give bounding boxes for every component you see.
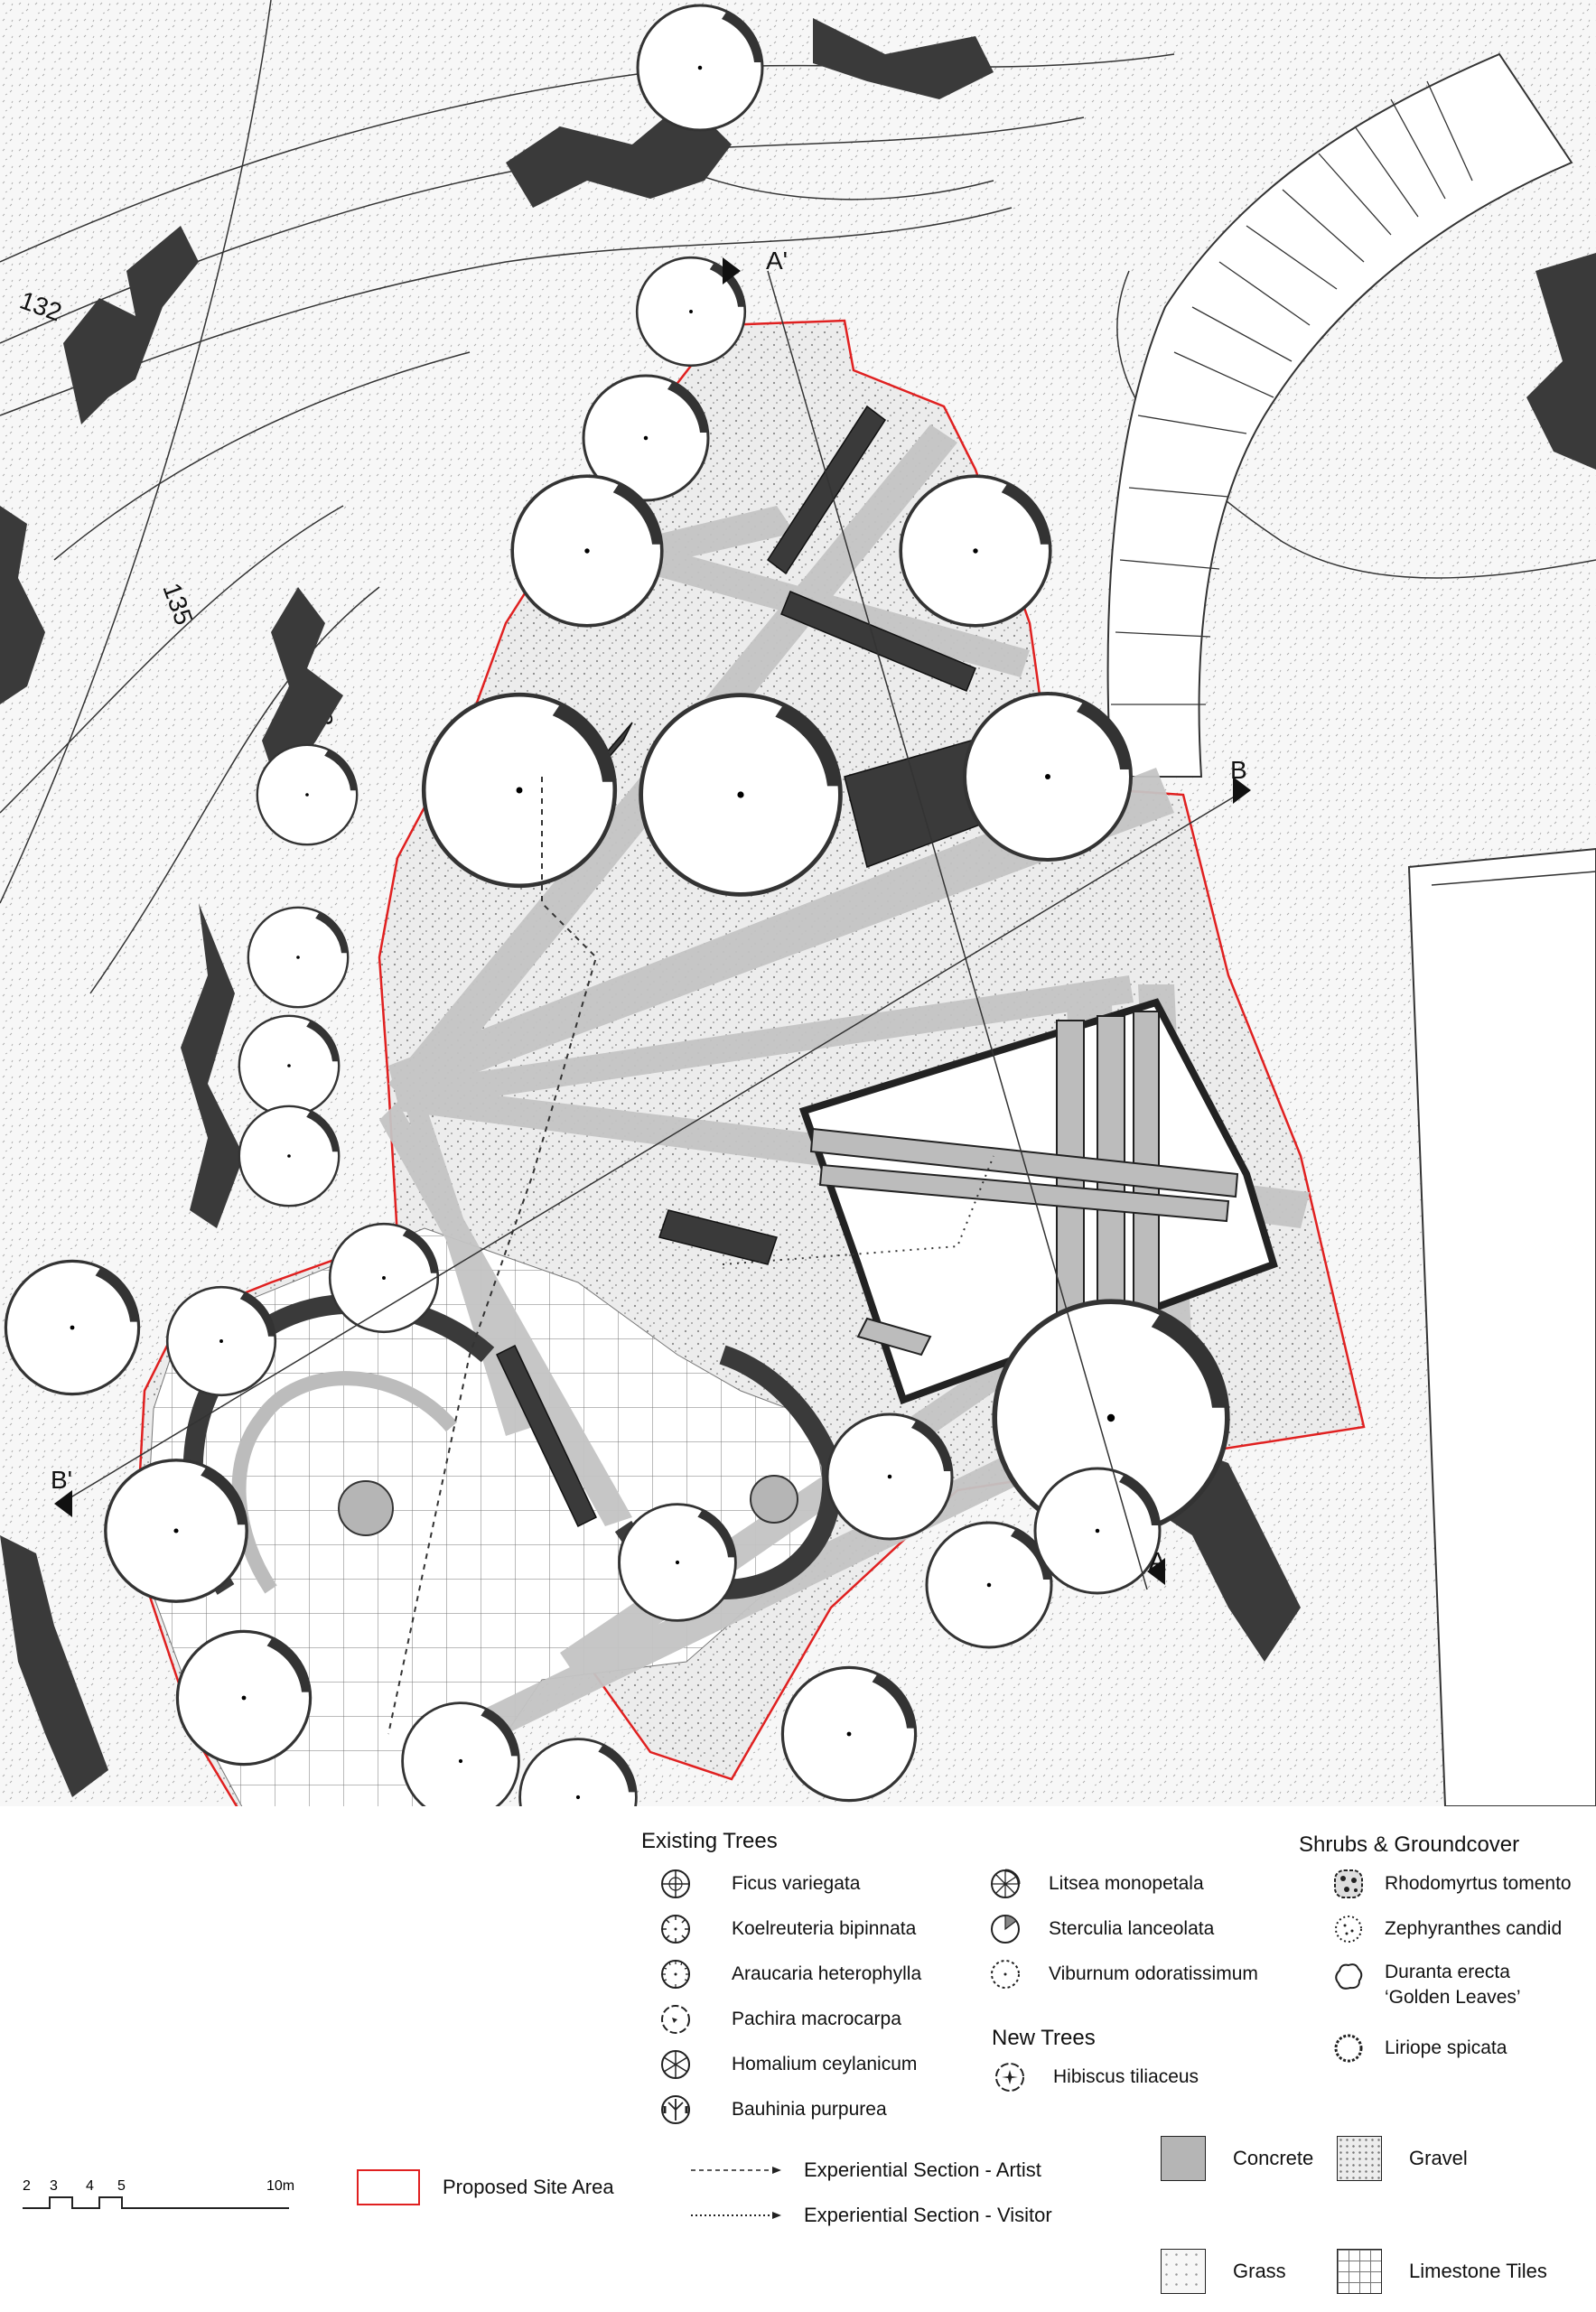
new-trees-title: New Trees [992,2026,1096,2050]
legend-item-rhodomyrtus: Rhodomyrtus tomento [1332,1868,1572,1900]
section-markers [54,257,1251,1585]
sterculia-icon [989,1913,1022,1945]
section-label-b: B [1230,756,1247,784]
liriope-icon [1332,2032,1365,2065]
legend-item-duranta: Duranta erecta ‘Golden Leaves’ [1332,1960,1521,2010]
duranta-label: Duranta erecta [1385,1962,1510,1982]
legend-item-pachira: Pachira macrocarpa [659,2003,901,2036]
litsea-icon [989,1868,1022,1900]
legend-item-hibiscus: Hibiscus tiliaceus [994,2061,1199,2093]
concrete-swatch [1161,2136,1206,2181]
legend-item-sterculia: Sterculia lanceolata [989,1913,1214,1945]
legend-item-zephyranthes: Zephyranthes candid [1332,1913,1562,1945]
legend-item-ficus: Ficus variegata [659,1868,860,1900]
artist-line-icon [691,2167,781,2174]
duranta-icon [1332,1960,1365,1992]
legend-item-viburnum: Viburnum odoratissimum [989,1958,1258,1990]
scale-tick-5: 5 [117,2178,126,2194]
legend-item-bauhinia: Bauhinia purpurea [659,2093,887,2126]
legend-concrete: Concrete [1161,2136,1313,2181]
rhodomyrtus-icon [1332,1868,1365,1900]
bauhinia-icon [659,2093,692,2126]
scale-bar: 2 3 4 5 10m [23,2178,294,2209]
koelreuteria-icon [659,1913,692,1945]
section-label-b-prime: B' [51,1466,72,1494]
road-paving-joints [1111,80,1473,705]
legend-item-araucaria: Araucaria heterophylla [659,1958,921,1990]
legend-grass: Grass [1161,2249,1286,2294]
limestone-swatch [1337,2249,1382,2294]
duranta-label-2: ‘Golden Leaves’ [1385,1987,1521,2008]
legend-item-homalium: Homalium ceylanicum [659,2048,917,2081]
section-label-a-prime: A' [766,247,788,275]
site-plan: 132 135 138 [0,0,1596,1806]
araucaria-icon [659,1958,692,1990]
legend-item-litsea: Litsea monopetala [989,1868,1204,1900]
legend-limestone: Limestone Tiles [1337,2249,1547,2294]
site-area-swatch [357,2169,420,2205]
legend-item-koelreuteria: Koelreuteria bipinnata [659,1913,916,1945]
section-lines [67,270,1238,1590]
legend-section-artist: Experiential Section - Artist [691,2158,1041,2182]
legend-site-area: Proposed Site Area [357,2169,614,2205]
legend-panel [614,1806,1596,2140]
grass-swatch [1161,2249,1206,2294]
scale-tick-3: 3 [50,2178,58,2194]
scale-tick-4: 4 [86,2178,94,2194]
legend-section-visitor: Experiential Section - Visitor [691,2204,1052,2227]
legend-gravel: Gravel [1337,2136,1468,2181]
ficus-icon [659,1868,692,1900]
legend-item-liriope: Liriope spicata [1332,2032,1507,2065]
existing-trees-title: Existing Trees [641,1829,778,1853]
hibiscus-icon [994,2061,1026,2093]
viburnum-icon [989,1958,1022,1990]
zephyranthes-icon [1332,1913,1365,1945]
scale-end: 10m [266,2178,294,2194]
section-label-a: A [1149,1547,1166,1575]
visitor-line-icon [691,2212,781,2219]
pachira-icon [659,2003,692,2036]
scale-tick-2: 2 [23,2178,31,2194]
gravel-swatch [1337,2136,1382,2181]
homalium-icon [659,2048,692,2081]
shrubs-title: Shrubs & Groundcover [1299,1832,1520,1857]
